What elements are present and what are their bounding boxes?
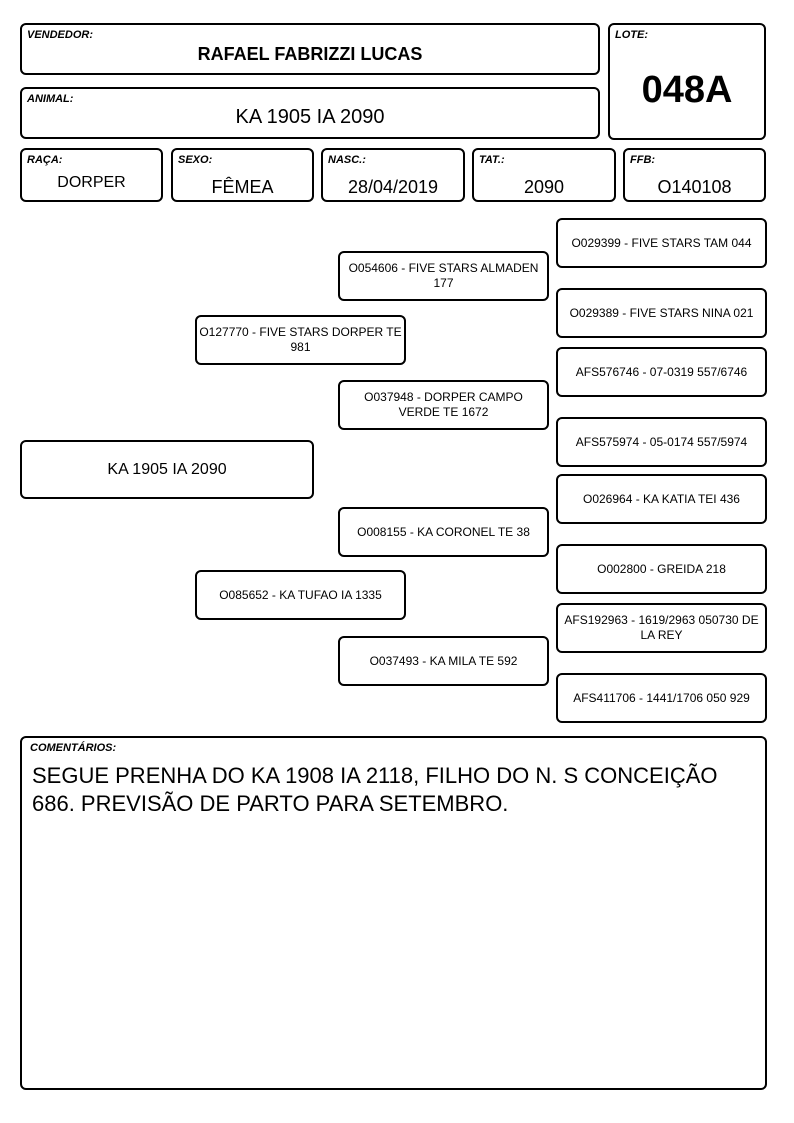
comments-text: SEGUE PRENHA DO KA 1908 IA 2118, FILHO D… [32, 763, 718, 816]
nasc-box: NASC.: 28/04/2019 [321, 148, 465, 202]
pedigree-gg-4: AFS575974 - 05-0174 557/5974 [556, 417, 767, 467]
pedigree-sire: O127770 - FIVE STARS DORPER TE 981 [195, 315, 406, 365]
tat-value: 2090 [523, 177, 565, 197]
pedigree-dam-dam: O037493 - KA MILA TE 592 [338, 636, 549, 686]
sexo-value: FÊMEA [211, 177, 274, 197]
vendedor-label: VENDEDOR: [27, 29, 94, 41]
tat-box: TAT.: 2090 [472, 148, 616, 202]
tat-label: TAT.: [479, 154, 505, 166]
pedigree-gg-8: AFS411706 - 1441/1706 050 929 [556, 673, 767, 723]
pedigree-gg-7: AFS192963 - 1619/2963 050730 DE LA REY [556, 603, 767, 653]
sexo-label: SEXO: [178, 154, 213, 166]
raca-value: DORPER [57, 174, 126, 191]
sexo-box: SEXO: FÊMEA [171, 148, 314, 202]
nasc-label: NASC.: [328, 154, 366, 166]
lote-box: LOTE: 048A [608, 23, 766, 140]
raca-label: RAÇA: [27, 154, 63, 166]
pedigree-gg-3: AFS576746 - 07-0319 557/6746 [556, 347, 767, 397]
pedigree-animal: KA 1905 IA 2090 [20, 440, 314, 499]
comments-label: COMENTÁRIOS: [30, 742, 117, 754]
raca-box: RAÇA: DORPER [20, 148, 163, 202]
lote-label: LOTE: [615, 29, 648, 41]
comments-box: COMENTÁRIOS: SEGUE PRENHA DO KA 1908 IA … [20, 736, 767, 1090]
pedigree-sire-dam: O037948 - DORPER CAMPO VERDE TE 1672 [338, 380, 549, 430]
animal-value: KA 1905 IA 2090 [235, 106, 385, 128]
ffb-box: FFB: O140108 [623, 148, 766, 202]
pedigree-gg-6: O002800 - GREIDA 218 [556, 544, 767, 594]
pedigree-dam-sire: O008155 - KA CORONEL TE 38 [338, 507, 549, 557]
vendedor-value: RAFAEL FABRIZZI LUCAS [197, 44, 423, 64]
pedigree-sire-sire: O054606 - FIVE STARS ALMADEN 177 [338, 251, 549, 301]
animal-box: ANIMAL: KA 1905 IA 2090 [20, 87, 600, 139]
vendedor-box: VENDEDOR: RAFAEL FABRIZZI LUCAS [20, 23, 600, 75]
pedigree-gg-5: O026964 - KA KATIA TEI 436 [556, 474, 767, 524]
animal-label: ANIMAL: [27, 93, 74, 105]
lote-value: 048A [641, 69, 733, 111]
pedigree-gg-1: O029399 - FIVE STARS TAM 044 [556, 218, 767, 268]
ffb-label: FFB: [630, 154, 656, 166]
nasc-value: 28/04/2019 [347, 177, 439, 197]
ffb-value: O140108 [657, 177, 732, 197]
pedigree-gg-2: O029389 - FIVE STARS NINA 021 [556, 288, 767, 338]
pedigree-dam: O085652 - KA TUFAO IA 1335 [195, 570, 406, 620]
